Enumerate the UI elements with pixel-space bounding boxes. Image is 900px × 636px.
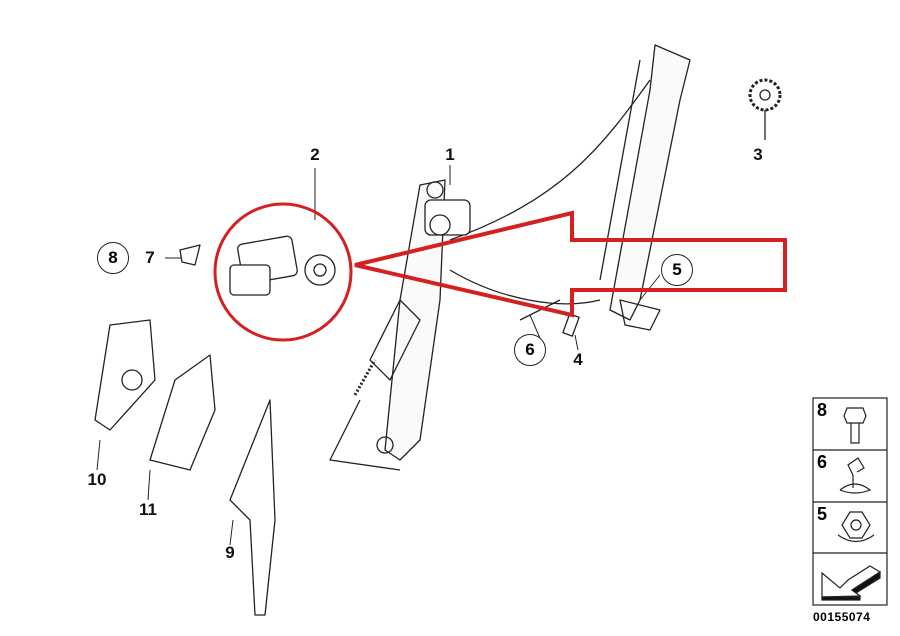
label-part-4: 4 (573, 350, 583, 369)
label-part-5: 5 (661, 254, 693, 286)
diagram-code: 00155074 (813, 610, 871, 624)
trim-cover (94, 319, 156, 431)
hardware-key-box (812, 397, 888, 606)
highlight-arrow (354, 210, 787, 318)
label-part-9: 9 (225, 543, 235, 562)
key-label-bolt: 8 (817, 400, 828, 420)
bracket (619, 299, 661, 331)
window-motor (229, 235, 336, 296)
pin (562, 313, 580, 337)
label-part-2: 2 (310, 145, 320, 164)
clip-nut-icon (839, 457, 872, 494)
label-part-8: 8 (97, 242, 129, 274)
flange-nut-icon (837, 511, 875, 543)
label-part-11: 11 (139, 500, 157, 519)
sprocket-gear (748, 78, 782, 112)
label-part-6: 6 (514, 334, 546, 366)
bolt-icon (843, 407, 867, 444)
key-label-clip: 6 (817, 452, 828, 472)
label-part-3: 3 (753, 145, 763, 164)
seal-piece (149, 354, 216, 471)
window-regulator-rail-rear (609, 44, 691, 321)
regulator-cable (329, 79, 651, 471)
label-part-1: 1 (445, 145, 455, 164)
key-label-nut: 5 (817, 504, 828, 524)
label-part-7: 7 (145, 248, 155, 267)
clip (179, 244, 201, 266)
label-part-10: 10 (87, 470, 107, 489)
window-channel (229, 399, 276, 616)
highlight-circle (213, 202, 353, 342)
